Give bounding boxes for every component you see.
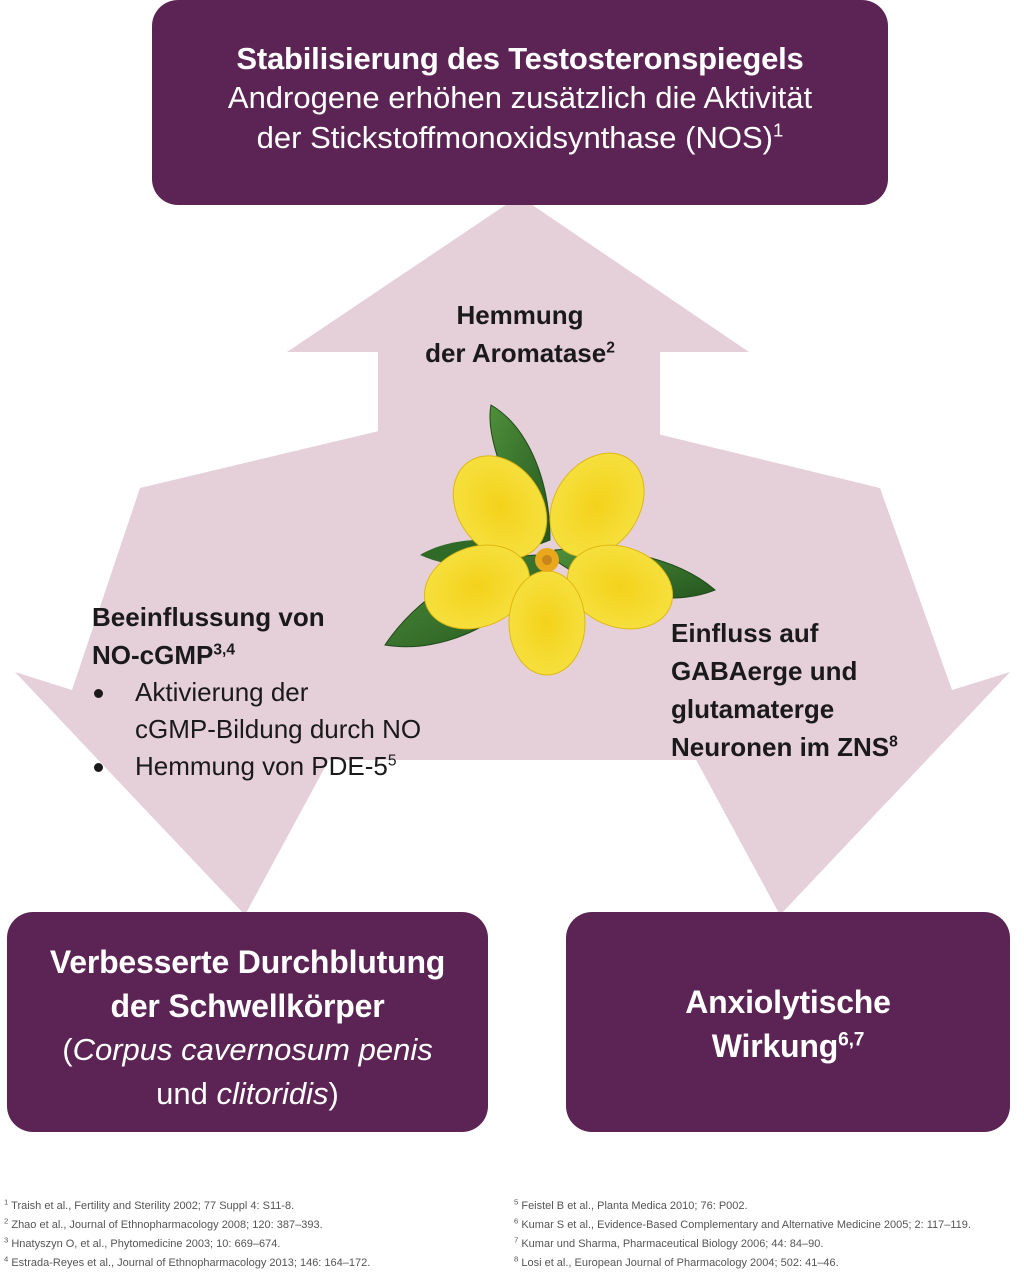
flower-with-leaves-icon [384,404,716,676]
box-left-line3: (Corpus cavernosum penis [62,1032,433,1067]
box-left-line1: Verbesserte Durchblutung [49,944,446,980]
reference-item: 2 Zhao et al., Journal of Ethnopharmacol… [4,1216,323,1231]
no-cgmp-label: Beeinflussung von NO-cGMP3,4 Aktivierung… [92,598,512,785]
reference-item: 6 Kumar S et al., Evidence-Based Complem… [514,1216,971,1231]
reference-item: 8 Losi et al., European Journal of Pharm… [514,1254,839,1269]
references-left: 1 Traish et al., Fertility and Sterility… [4,1197,370,1273]
list-item: Hemmung von PDE-55 [92,748,512,785]
box-right-line2: Wirkung6,7 [711,1028,865,1064]
list-item: cGMP-Bildung durch NO [135,714,422,744]
blood-flow-box: Verbesserte Durchblutung der Schwellkörp… [7,912,488,1132]
references-right: 5 Feistel B et al., Planta Medica 2010; … [514,1197,971,1273]
list-item: Aktivierung der [92,674,512,711]
box-right-line1: Anxiolytische [685,984,891,1020]
box-top-title: Stabilisierung des Testosteronspiegels [236,41,804,76]
reference-item: 3 Hnatyszyn O, et al., Phytomedicine 200… [4,1235,281,1250]
gaba-label: Einfluss auf GABAerge und glutamaterge N… [671,618,898,762]
box-left-line4: und clitoridis) [156,1076,339,1111]
box-top-line2: Androgene erhöhen zusätzlich die Aktivit… [227,80,813,115]
reference-item: 4 Estrada-Reyes et al., Journal of Ethno… [4,1254,371,1269]
reference-item: 7 Kumar und Sharma, Pharmaceutical Biolo… [514,1235,824,1250]
reference-item: 5 Feistel B et al., Planta Medica 2010; … [514,1197,748,1212]
reference-item: 1 Traish et al., Fertility and Sterility… [4,1197,295,1212]
box-left-line2: der Schwellkörper [110,988,385,1024]
anxiolytic-box: Anxiolytische Wirkung6,7 [566,912,1010,1132]
testosterone-stabilization-box: Stabilisierung des Testosteronspiegels A… [152,0,888,205]
box-top-line3: der Stickstoffmonoxidsynthase (NOS)1 [256,119,784,155]
no-cgmp-bullet-list: Aktivierung der cGMP-Bildung durch NO He… [92,674,512,785]
aromatase-label: Hemmung der Aromatase2 [425,300,615,368]
